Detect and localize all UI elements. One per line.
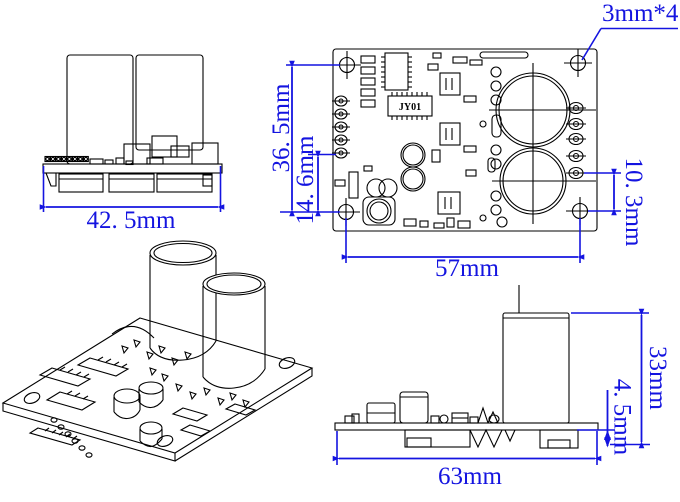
top-view: JY01 (280, 27, 678, 263)
iso-capacitor (149, 240, 217, 361)
bottom-side-view (332, 285, 650, 465)
dimension-height-33: 33mm (644, 346, 671, 410)
iso-view (1, 240, 314, 462)
pcb-board-edge (42, 163, 223, 174)
iso-capacitor (202, 272, 266, 389)
smd-pins (121, 339, 250, 409)
capacitor-side (66, 54, 134, 165)
dimension-width-63: 63mm (438, 463, 502, 490)
capacitor-side (502, 312, 570, 424)
pcb-board-edge (334, 422, 599, 431)
capacitors-top (489, 63, 596, 224)
terminal-row (44, 155, 89, 163)
dimension-clearance-4-5: 4. 5mm (608, 378, 636, 456)
mounting-holes (332, 49, 594, 226)
terminal-pads-right (566, 101, 586, 180)
ic-dip (381, 52, 412, 91)
side-view (39, 54, 225, 212)
dimension-hole-spacing-57: 57mm (435, 255, 499, 282)
dimension-pad-offset-14-6: 14. 6mm (292, 135, 319, 225)
ic-jy01: JY01 (387, 92, 433, 120)
dimension-terminal-offset-10-3: 10. 3mm (620, 157, 647, 247)
mounting-hole-note-3mm: 3mm*4 (602, 0, 679, 27)
pin-pads-left (332, 95, 350, 159)
dimension-width-42-5: 42. 5mm (86, 207, 176, 234)
soic-chips (437, 72, 461, 215)
capacitor-side (135, 54, 204, 151)
ic-label-jy01: JY01 (399, 102, 421, 113)
